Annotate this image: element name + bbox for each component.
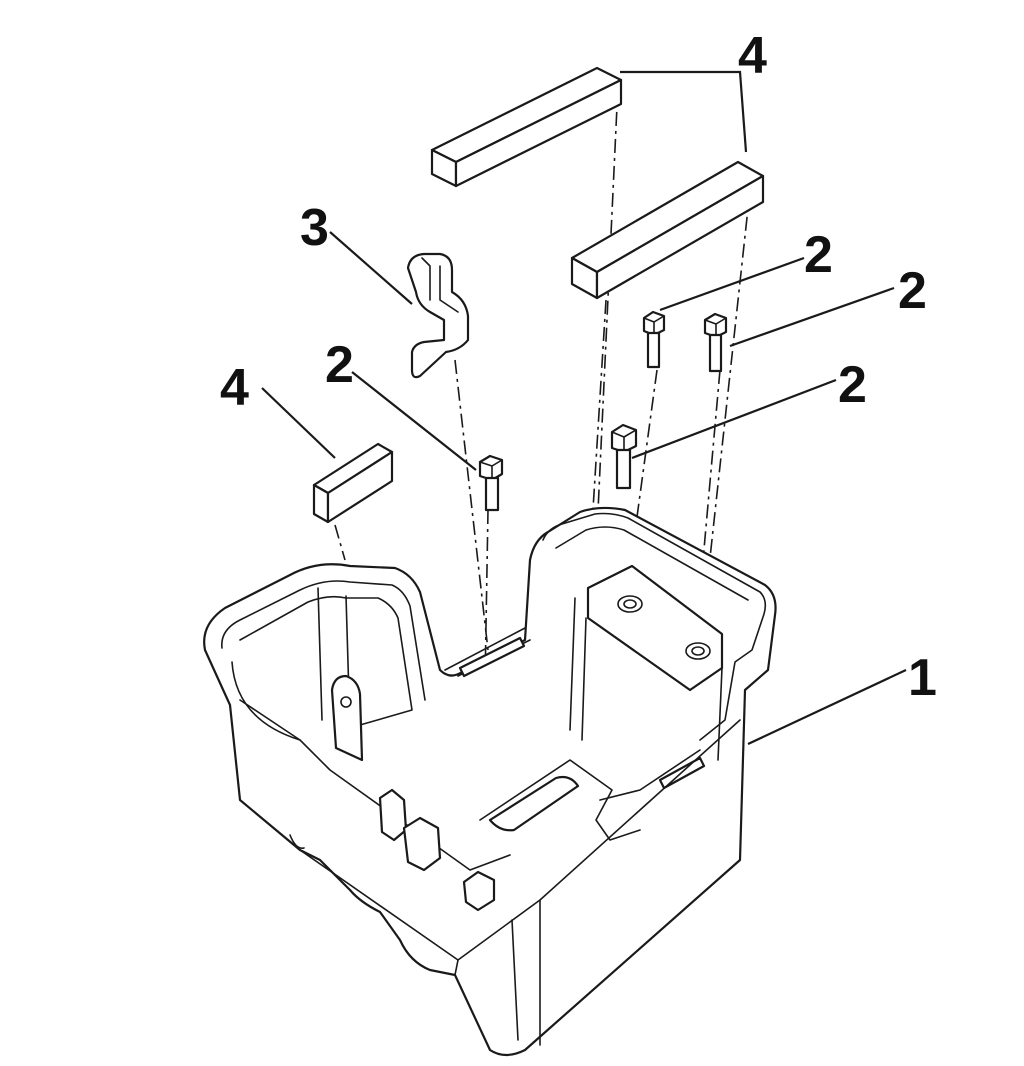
leader-2-left — [351, 371, 477, 471]
callout-pad-small: 4 — [220, 359, 249, 417]
battery-tray — [203, 506, 777, 1057]
leader-3 — [329, 231, 413, 305]
leader-4-small — [261, 387, 336, 459]
callout-tray: 1 — [908, 649, 937, 707]
bolt-left — [478, 454, 504, 512]
leader-2-b — [729, 286, 895, 348]
callout-bolt-center: 2 — [838, 356, 867, 414]
bolt-center — [610, 423, 638, 490]
rubber-pad-upper-left — [430, 66, 623, 188]
rubber-pad-small — [312, 442, 394, 524]
bolt-right-rear — [703, 312, 728, 373]
leader-2-a — [659, 256, 805, 312]
callout-labels: 4 3 4 2 2 2 2 1 — [220, 27, 937, 707]
leader-1 — [747, 669, 907, 745]
rubber-pad-upper-right — [570, 160, 765, 300]
callout-bolt-right-rear: 2 — [898, 262, 927, 320]
leader-2-c — [631, 378, 837, 460]
callout-bolt-left: 2 — [325, 336, 354, 394]
leader-4-top — [620, 70, 748, 153]
callout-pads-top: 4 — [738, 27, 767, 85]
leader-lines — [261, 70, 907, 745]
bolt-right-front — [642, 310, 666, 369]
callout-hook-bracket: 3 — [300, 199, 329, 257]
hook-bracket — [406, 252, 470, 379]
callout-bolt-right-front: 2 — [804, 226, 833, 284]
